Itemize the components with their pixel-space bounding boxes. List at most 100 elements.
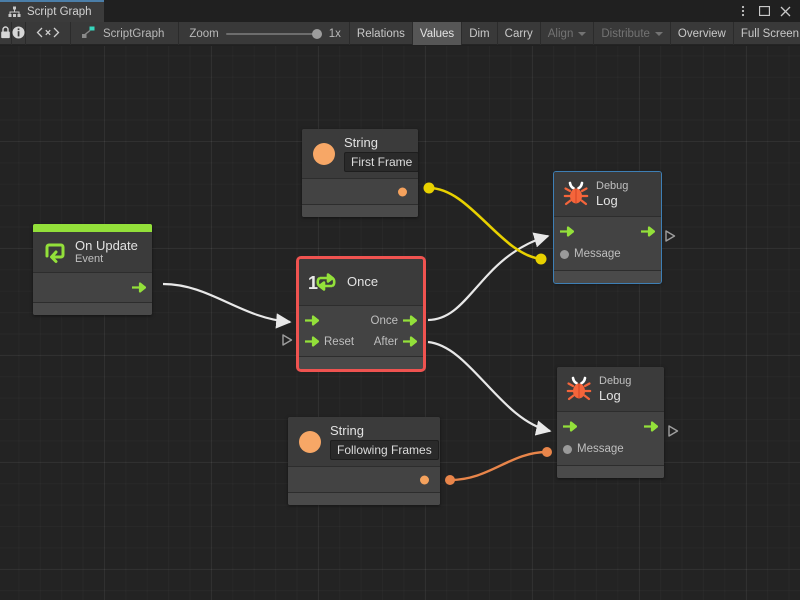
- graph-name-label: ScriptGraph: [103, 27, 165, 40]
- port-row-enter-once: Once: [299, 310, 423, 331]
- node-body: [33, 272, 152, 303]
- node-string-following-frames[interactable]: String Following Frames: [288, 417, 440, 506]
- node-header: On Update Event: [33, 232, 152, 273]
- window-tab-bar: Script Graph: [0, 0, 800, 22]
- flow-output-arrow-icon[interactable]: [641, 226, 655, 237]
- graph-hierarchy-icon: [8, 6, 21, 18]
- port-right-group[interactable]: [644, 421, 658, 432]
- toolbar-item-label: Full Screen: [740, 27, 800, 40]
- port-right-group[interactable]: [132, 282, 146, 293]
- code-view-button[interactable]: [26, 22, 71, 45]
- graph-toolbar: ScriptGraph Zoom 1x Relations Values Dim…: [0, 22, 800, 45]
- external-flow-input-arrow-icon[interactable]: [282, 334, 293, 346]
- toolbar-item-distribute[interactable]: Distribute: [594, 22, 671, 45]
- port-left-group[interactable]: [563, 421, 577, 432]
- zoom-label: Zoom: [189, 27, 219, 40]
- external-flow-output-arrow-icon[interactable]: [665, 230, 676, 242]
- node-header: Debug Log: [557, 367, 664, 411]
- zoom-control: Zoom 1x: [179, 22, 350, 45]
- node-footer: [299, 356, 423, 369]
- node-header: String Following Frames: [288, 417, 440, 467]
- port-input-label: Message: [577, 443, 624, 455]
- string-value-field[interactable]: First Frame: [344, 152, 418, 173]
- node-header: 1 Once: [299, 259, 423, 305]
- data-input-port[interactable]: [560, 249, 569, 259]
- toolbar-item-align[interactable]: Align: [541, 22, 595, 45]
- node-footer: [288, 492, 440, 506]
- node-title-block: String Following Frames: [330, 423, 439, 461]
- flow-output-arrow-icon[interactable]: [132, 282, 146, 293]
- node-title: String: [330, 423, 364, 438]
- node-debug-log-bottom[interactable]: Debug Log: [557, 367, 664, 478]
- flow-output-arrow-icon[interactable]: [403, 315, 417, 326]
- port-left-group[interactable]: Message: [563, 443, 624, 455]
- node-once[interactable]: 1 Once: [296, 256, 426, 372]
- toolbar-item-overview[interactable]: Overview: [671, 22, 734, 45]
- node-debug-log-top[interactable]: Debug Log: [553, 171, 662, 284]
- chevron-down-icon: [578, 31, 587, 36]
- node-footer: [554, 270, 661, 283]
- string-value-field[interactable]: Following Frames: [330, 440, 439, 461]
- toolbar-item-carry[interactable]: Carry: [498, 22, 541, 45]
- wire-first-frame-to-message-top[interactable]: [428, 186, 542, 261]
- toolbar-item-full-screen[interactable]: Full Screen: [734, 22, 800, 45]
- node-subtitle: Debug: [596, 179, 629, 192]
- flow-output-arrow-icon[interactable]: [644, 421, 658, 432]
- node-title: String: [344, 135, 378, 150]
- node-title-block: Debug Log: [599, 375, 631, 403]
- flow-input-arrow-icon[interactable]: [305, 336, 319, 347]
- node-subtitle: Event: [75, 253, 104, 266]
- port-row-message: Message: [554, 242, 661, 266]
- port-right-group[interactable]: After: [374, 336, 417, 348]
- node-title: Log: [596, 192, 618, 208]
- wire-once-to-debug-log-top[interactable]: [427, 232, 550, 322]
- node-accent-bar: [33, 224, 152, 232]
- zoom-slider[interactable]: [225, 27, 322, 41]
- debug-bug-icon: [565, 375, 593, 403]
- port-left-group[interactable]: Message: [560, 248, 621, 260]
- flow-output-arrow-icon[interactable]: [403, 336, 417, 347]
- graph-name-button[interactable]: ScriptGraph: [71, 22, 180, 45]
- lock-button[interactable]: [0, 22, 12, 45]
- port-left-group[interactable]: Reset: [305, 336, 354, 348]
- port-right-group[interactable]: Once: [371, 315, 417, 327]
- port-left-group[interactable]: [560, 226, 574, 237]
- node-string-first-frame[interactable]: String First Frame: [302, 129, 418, 218]
- toolbar-item-relations[interactable]: Relations: [350, 22, 413, 45]
- node-title-block: String First Frame: [344, 135, 418, 173]
- flow-input-arrow-icon[interactable]: [560, 226, 574, 237]
- wire-endpoint-dot: [535, 253, 547, 265]
- external-flow-output-arrow-icon[interactable]: [668, 425, 679, 437]
- tab-label: Script Graph: [27, 6, 92, 18]
- port-left-group[interactable]: [305, 315, 324, 326]
- data-input-port[interactable]: [563, 444, 572, 454]
- data-output-port[interactable]: [420, 475, 429, 485]
- window-menu-icon[interactable]: [737, 5, 749, 17]
- graph-canvas[interactable]: On Update Event: [0, 46, 800, 600]
- tab-script-graph[interactable]: Script Graph: [0, 0, 104, 22]
- data-output-port[interactable]: [398, 187, 407, 197]
- svg-text:1: 1: [308, 273, 318, 293]
- node-on-update[interactable]: On Update Event: [33, 224, 152, 316]
- toolbar-item-values[interactable]: Values: [412, 22, 463, 45]
- maximize-icon[interactable]: [758, 5, 770, 17]
- node-body: Once Reset After: [299, 305, 423, 356]
- toolbar-item-label: Align: [547, 27, 574, 40]
- info-button[interactable]: [12, 22, 26, 45]
- close-icon[interactable]: [779, 5, 791, 17]
- flow-input-arrow-icon[interactable]: [563, 421, 577, 432]
- node-footer: [33, 302, 152, 316]
- zoom-slider-knob[interactable]: [311, 28, 322, 39]
- wire-after-to-debug-log-bottom[interactable]: [427, 340, 552, 436]
- toolbar-item-dim[interactable]: Dim: [462, 22, 498, 45]
- wire-following-frames-to-message-bottom[interactable]: [449, 450, 548, 482]
- node-body: Message: [554, 216, 661, 270]
- node-body: [288, 466, 440, 493]
- wire-on-update-to-once[interactable]: [162, 282, 292, 329]
- node-title-block: On Update Event: [75, 238, 138, 266]
- port-right-group[interactable]: [641, 226, 655, 237]
- port-output-label: After: [373, 335, 398, 348]
- flow-input-arrow-icon[interactable]: [305, 315, 319, 326]
- toolbar-item-label: Values: [419, 27, 455, 40]
